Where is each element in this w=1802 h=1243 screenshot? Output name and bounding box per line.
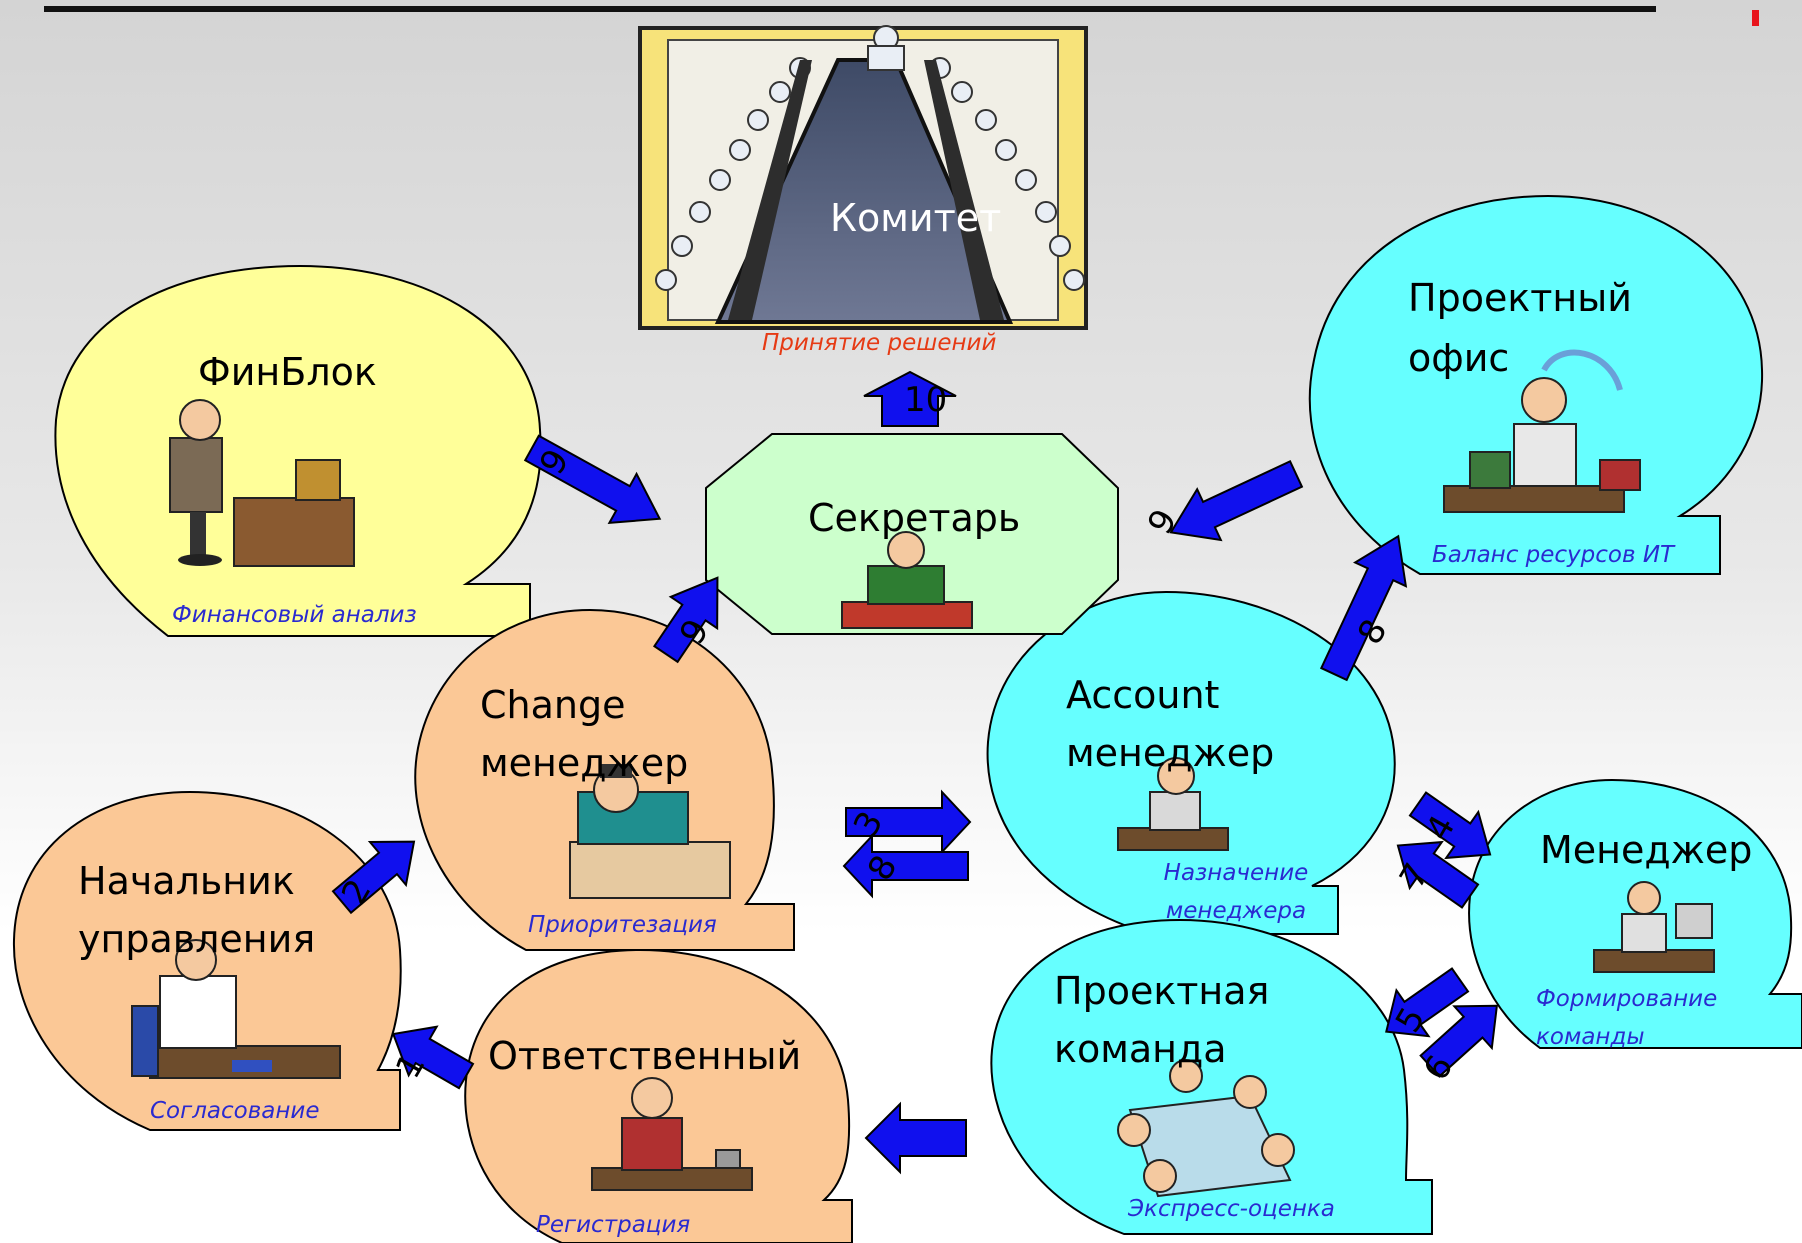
account-manager-subtitle: Назначение менеджера	[1163, 860, 1309, 924]
arrow-8-account-to-change	[842, 833, 969, 899]
account-manager-title: Account менеджер	[1066, 673, 1275, 775]
head-of-department-person-icon	[131, 939, 341, 1079]
arrow-9-finblok-to-secretary	[523, 434, 662, 525]
change-manager-subtitle: Приоритезация	[528, 912, 717, 938]
red-marker	[1752, 10, 1759, 26]
head-of-department-title: Начальник управления	[78, 859, 316, 961]
arrow-5-manager-to-team	[1385, 967, 1470, 1038]
responsible-title: Ответственный	[488, 1034, 802, 1078]
secretary-person-icon	[841, 531, 973, 629]
arrow-1-responsible-to-head	[391, 1025, 475, 1090]
manager-title: Менеджер	[1540, 828, 1753, 872]
finblok-person-icon	[169, 399, 355, 567]
arrow-label-10: 10	[904, 380, 948, 420]
manager-person-icon	[1593, 881, 1715, 973]
responsible-subtitle: Регистрация	[536, 1212, 691, 1238]
arrow-9-change-to-secretary	[653, 576, 719, 664]
arrow-4-account-to-manager	[1408, 791, 1492, 860]
change-manager-title: Change менеджер	[480, 683, 689, 785]
arrow-8-account-to-office	[1319, 534, 1408, 682]
project-team-title: Проектная команда	[1054, 969, 1270, 1071]
finblok-title: ФинБлок	[198, 350, 377, 394]
head-of-department-subtitle: Согласование	[150, 1098, 320, 1124]
project-office-subtitle: Баланс ресурсов ИТ	[1432, 542, 1675, 568]
project-office-title: Проектный офис	[1408, 276, 1632, 380]
account-manager-person-icon	[1117, 757, 1229, 851]
finblok-bubble	[54, 264, 542, 637]
secretary-title: Секретарь	[808, 496, 1021, 540]
project-office-person-icon	[1443, 349, 1641, 513]
manager-subtitle: Формирование команды	[1536, 986, 1718, 1050]
arrow-team-to-responsible	[864, 1101, 967, 1175]
arrow-7-manager-to-account	[1396, 840, 1480, 909]
committee-member-icons	[655, 25, 1085, 291]
committee-picture	[638, 25, 1088, 330]
top-rule	[44, 6, 1656, 12]
arrow-6-team-to-manager	[1419, 1004, 1499, 1078]
arrow-10-secretary-to-committee	[863, 370, 957, 427]
committee-subtitle: Принятие решений	[762, 330, 997, 356]
change-manager-person-icon	[569, 764, 731, 899]
project-team-people-icon	[1117, 1059, 1295, 1198]
responsible-person-icon	[591, 1077, 753, 1191]
finblok-subtitle: Финансовый анализ	[172, 602, 417, 628]
arrow-2-head-to-change	[331, 840, 416, 915]
arrow-9-office-to-secretary	[1169, 459, 1304, 542]
account-manager-bubble	[986, 590, 1396, 935]
committee-title: Комитет	[830, 196, 1002, 240]
arrow-3-change-to-account	[845, 789, 972, 855]
project-team-bubble	[990, 918, 1433, 1235]
project-team-subtitle: Экспресс-оценка	[1128, 1196, 1335, 1222]
